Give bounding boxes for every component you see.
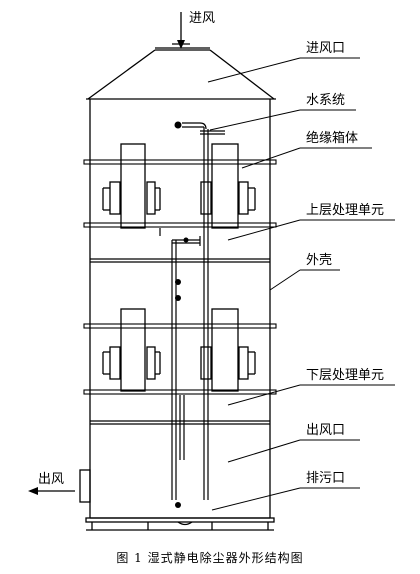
lower-insulation-box-left [102, 308, 161, 392]
upper-insulation-box-left [102, 143, 161, 229]
water-system-pipes [159, 121, 225, 508]
inlet-label: 进风口 [306, 41, 346, 56]
figure-caption: 图 1 湿式静电除尘器外形结构图 [116, 551, 304, 565]
lower-insulation-box-right [200, 308, 256, 392]
outlet-arrow-label: 出风 [38, 472, 65, 487]
drain-label: 排污口 [306, 471, 346, 486]
inlet-arrow-label: 进风 [189, 11, 216, 26]
outlet-label: 出风口 [306, 423, 346, 438]
upper-insulation-box-right [200, 143, 256, 229]
inlet-arrow [172, 12, 190, 49]
outlet-duct [28, 469, 91, 503]
insulation-box-label: 绝缘箱体 [306, 131, 359, 146]
inlet-hood [86, 47, 276, 100]
shell-label: 外壳 [306, 253, 333, 268]
water-system-label: 水系统 [306, 93, 346, 108]
upper-unit-label: 上层处理单元 [306, 203, 385, 218]
leader-lines [207, 57, 395, 511]
lower-unit-label: 下层处理单元 [306, 368, 385, 383]
base-frame [85, 517, 275, 531]
